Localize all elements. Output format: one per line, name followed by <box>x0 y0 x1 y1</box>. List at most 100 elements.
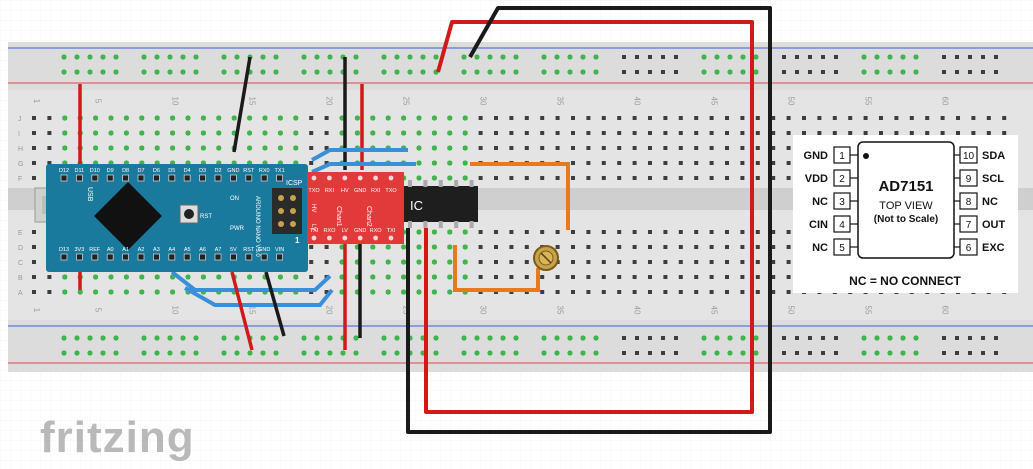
connected-hole <box>401 115 407 121</box>
potentiometer[interactable] <box>533 245 559 271</box>
shifter-pin <box>342 235 348 241</box>
terminal-hole <box>755 161 760 165</box>
terminal-hole <box>540 176 545 180</box>
connected-hole <box>447 229 453 235</box>
column-number: 40 <box>633 306 642 315</box>
terminal-hole <box>678 161 683 165</box>
nano-pin <box>245 174 253 182</box>
connected-hole <box>416 274 422 280</box>
terminal-hole <box>571 176 575 180</box>
connected-rail-hole <box>247 350 253 356</box>
terminal-hole <box>709 176 714 180</box>
terminal-hole <box>832 131 837 135</box>
terminal-hole <box>709 275 714 279</box>
terminal-hole <box>601 176 606 180</box>
rail-hole <box>955 351 959 355</box>
connected-rail-hole <box>900 54 906 60</box>
connected-rail-hole <box>740 335 746 341</box>
terminal-hole <box>524 245 529 249</box>
connected-hole <box>200 130 206 136</box>
terminal-hole <box>956 116 960 120</box>
pin-number: 3 <box>839 197 845 208</box>
ic-leg <box>408 221 412 228</box>
terminal-hole <box>555 146 560 150</box>
terminal-hole <box>494 116 498 120</box>
connected-rail-hole <box>221 69 227 75</box>
connected-rail-hole <box>301 69 307 75</box>
connected-rail-hole <box>487 54 493 60</box>
connected-rail-hole <box>554 335 560 341</box>
connected-rail-hole <box>487 69 493 75</box>
nano-bottom-pin-label: A6 <box>199 247 206 253</box>
terminal-hole <box>786 245 791 249</box>
terminal-hole <box>694 245 699 249</box>
connected-hole <box>170 145 176 151</box>
connected-rail-hole <box>420 69 426 75</box>
connected-rail-hole <box>554 69 560 75</box>
connected-rail-hole <box>353 54 359 60</box>
connected-rail-hole <box>260 335 266 341</box>
terminal-hole <box>555 290 560 294</box>
connected-hole <box>93 130 99 136</box>
connected-hole <box>139 289 145 295</box>
connected-rail-hole <box>314 69 320 75</box>
nano-bottom-pin-label: A3 <box>153 247 160 253</box>
connected-hole <box>370 259 376 265</box>
connected-hole <box>154 274 160 280</box>
connected-hole <box>123 130 129 136</box>
connected-hole <box>154 289 160 295</box>
terminal-hole <box>678 146 683 150</box>
terminal-hole <box>771 176 776 180</box>
connected-rail-hole <box>714 335 720 341</box>
nano-pin <box>168 174 176 182</box>
terminal-hole <box>1002 131 1007 135</box>
connected-hole <box>447 274 453 280</box>
icsp-pin <box>290 221 296 227</box>
connected-rail-hole <box>727 335 733 341</box>
wire-black-gnd-loop <box>406 6 772 434</box>
column-number: 55 <box>864 306 873 315</box>
column-number: 10 <box>171 97 180 106</box>
terminal-hole <box>524 260 529 264</box>
terminal-hole <box>324 161 329 165</box>
terminal-hole <box>848 131 853 135</box>
row-letter: C <box>18 260 23 267</box>
column-number: 60 <box>941 306 950 315</box>
ic-body <box>404 186 478 222</box>
connected-rail-hole <box>861 69 867 75</box>
connected-rail-hole <box>61 350 67 356</box>
connected-rail-hole <box>593 335 599 341</box>
terminal-hole <box>601 131 606 135</box>
connected-hole <box>139 274 145 280</box>
connected-hole <box>370 130 376 136</box>
nano-pin <box>229 174 237 182</box>
rail-hole <box>808 55 812 59</box>
icsp-pin <box>290 208 296 214</box>
terminal-hole <box>786 275 791 279</box>
ad7151-pinout-diagram: AD7151 TOP VIEW (Not to Scale) 1GND2VDD3… <box>793 135 1018 293</box>
lv-label: LV <box>310 224 316 231</box>
connected-hole <box>354 130 360 136</box>
terminal-hole <box>617 290 622 294</box>
connected-rail-hole <box>234 335 240 341</box>
terminal-hole <box>309 260 314 264</box>
terminal-hole <box>32 260 36 264</box>
pinout-chip-outline <box>857 141 955 259</box>
connected-hole <box>77 289 83 295</box>
connected-rail-hole <box>260 69 266 75</box>
connected-hole <box>447 115 453 121</box>
nano-bottom-pin-label: REF <box>89 247 101 253</box>
connected-hole <box>431 259 437 265</box>
terminal-hole <box>755 275 760 279</box>
connected-rail-hole <box>740 54 746 60</box>
rail-hole <box>782 55 786 59</box>
connected-hole <box>462 244 468 250</box>
rail-hole <box>981 336 985 340</box>
row-letter: A <box>18 290 23 297</box>
rail-hole <box>994 70 998 74</box>
connected-rail-hole <box>154 335 160 341</box>
pin-number: 9 <box>966 174 972 185</box>
connected-hole <box>139 130 145 136</box>
row-letter: D <box>18 245 23 252</box>
